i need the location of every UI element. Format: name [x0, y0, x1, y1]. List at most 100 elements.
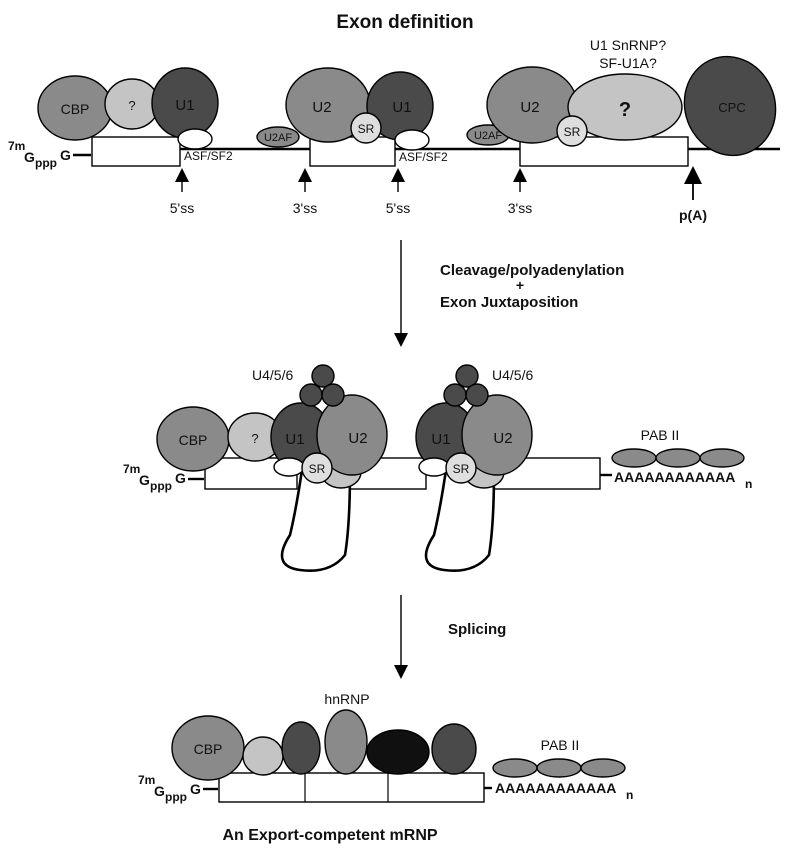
title-export-competent: An Export-competent mRNP [222, 827, 437, 844]
label-3ss-1: 3'ss [293, 200, 317, 216]
unknown-protein-1-label: ? [128, 98, 135, 113]
pab2-protein-p2-1 [611, 448, 657, 468]
hnrnp-protein-2 [281, 721, 321, 775]
pab2-protein-p2-2 [655, 448, 701, 468]
hnrnp-protein-3 [324, 709, 368, 775]
unknown-factor-2 [567, 73, 683, 141]
sr-protein-p2-2 [445, 452, 477, 484]
exon-3 [519, 136, 689, 167]
u2-snrnp-2-label: U2 [520, 99, 539, 116]
u1-snrnp-p2-2-label: U1 [431, 431, 450, 448]
cap-tail: G [60, 147, 71, 163]
intron-lariat-2 [424, 469, 496, 572]
mature-mrna-exons [218, 772, 485, 803]
u1-snrnp-1-label: U1 [175, 97, 194, 114]
sr-protein-2 [556, 115, 588, 147]
label-5ss-2: 5'ss [386, 200, 410, 216]
sr-p2-1-label: SR [309, 462, 326, 476]
step-1-plus: + [516, 277, 524, 293]
cap-structure-2: 7m G ppp G [123, 462, 204, 493]
label-3ss-2: 3'ss [508, 200, 532, 216]
u456-particle-a3 [321, 383, 345, 407]
exon-1 [91, 136, 181, 167]
polya-sub-p2: n [745, 477, 752, 491]
step-2-label: Splicing [448, 621, 506, 638]
panel-3: 7m G ppp G CBP hnRNP PAB II AAAAAAAAAAAA… [138, 691, 633, 804]
sr-protein-p2-1 [301, 452, 333, 484]
hnrnp-protein-4 [366, 729, 430, 775]
sf-u1a-question: SF-U1A? [599, 55, 657, 71]
cbp-label-p3: CBP [194, 741, 223, 757]
unknown-protein-p2-label: ? [251, 431, 258, 446]
u1-snrnp-p2-1-label: U1 [285, 431, 304, 448]
cbp-label: CBP [61, 101, 90, 117]
u2-snrnp-p2-1-label: U2 [348, 430, 367, 447]
pab2-protein-p2-3 [699, 448, 745, 468]
panel-1: 7m G ppp G CBP ? U1 U2AF U2 U1 SR U2AF U… [8, 37, 780, 223]
cap-sup: 7m [123, 462, 140, 476]
u1-snrnp-2-label: U1 [392, 99, 411, 116]
cap-tail: G [175, 470, 186, 486]
u456-particle-b2 [443, 383, 467, 407]
hnrnp-label: hnRNP [324, 691, 369, 707]
polya-tail-p2: AAAAAAAAAAAA [614, 469, 735, 485]
cbp-label-p2: CBP [179, 432, 208, 448]
asf-sf2-label-1: ASF/SF2 [184, 149, 233, 163]
asf-p2-1 [273, 457, 305, 477]
cap-sub: ppp [35, 156, 57, 170]
asf-sf2-protein-1 [177, 128, 213, 150]
polya-sub-p3: n [626, 788, 633, 802]
polya-tail-p3: AAAAAAAAAAAA [495, 780, 616, 796]
u456-label-1: U4/5/6 [252, 367, 293, 383]
title-exon-definition: Exon definition [336, 12, 473, 33]
cpc-label: CPC [718, 100, 745, 115]
cap-structure-3: 7m G ppp G [138, 773, 218, 804]
u2-snrnp-p2-2-label: U2 [493, 430, 512, 447]
label-5ss-1: 5'ss [170, 200, 194, 216]
cap-sub: ppp [150, 479, 172, 493]
label-polya-site: p(A) [679, 207, 707, 223]
hnrnp-protein-1 [242, 736, 284, 776]
asf-sf2-protein-2 [394, 129, 430, 151]
u1-snrnp-question: U1 SnRNP? [590, 37, 666, 53]
step-1-line-1: Cleavage/polyadenylation [440, 262, 624, 279]
u2af-protein-1 [256, 126, 300, 148]
cbp-protein-p3 [171, 715, 245, 781]
u2-snrnp-p2-2 [461, 394, 533, 476]
u456-label-2: U4/5/6 [492, 367, 533, 383]
asf-sf2-label-2: ASF/SF2 [399, 150, 448, 164]
pab2-protein-p3-2 [536, 758, 582, 778]
u2-snrnp-1-label: U2 [312, 99, 331, 116]
cap-sup: 7m [8, 139, 25, 153]
hnrnp-protein-5 [431, 723, 477, 775]
u456-particle-b1 [455, 364, 479, 388]
cap-base: G [24, 149, 35, 165]
sr-p2-2-label: SR [453, 462, 470, 476]
pab2-protein-p3-3 [580, 758, 626, 778]
cap-structure-1: 7m G ppp G [8, 139, 91, 170]
u456-particle-b3 [465, 383, 489, 407]
sr-protein-1-label: SR [358, 122, 375, 136]
cpc-complex [683, 55, 777, 157]
sr-protein-1 [350, 112, 382, 144]
u2-snrnp-p2-1 [316, 394, 388, 476]
panel-2: 7m G ppp G CBP ? U1 U2 SR U4/5/6 U1 U2 S… [123, 364, 752, 572]
pab2-label-p2: PAB II [641, 427, 680, 443]
u2af-2-label: U2AF [474, 130, 502, 142]
u2af-1-label: U2AF [264, 132, 292, 144]
cap-base: G [139, 472, 150, 488]
sr-protein-2-label: SR [564, 125, 581, 139]
cap-sup: 7m [138, 773, 155, 787]
cap-tail: G [190, 781, 201, 797]
intron-lariat-1 [280, 469, 352, 572]
pab2-label-p3: PAB II [541, 737, 580, 753]
cap-sub: ppp [165, 790, 187, 804]
asf-p2-2 [418, 457, 450, 477]
u456-particle-a1 [311, 364, 335, 388]
unknown-factor-2-label: ? [619, 99, 631, 121]
cap-base: G [154, 783, 165, 799]
u456-particle-a2 [299, 383, 323, 407]
pab2-protein-p3-1 [492, 758, 538, 778]
step-1-line-2: Exon Juxtaposition [440, 294, 578, 311]
